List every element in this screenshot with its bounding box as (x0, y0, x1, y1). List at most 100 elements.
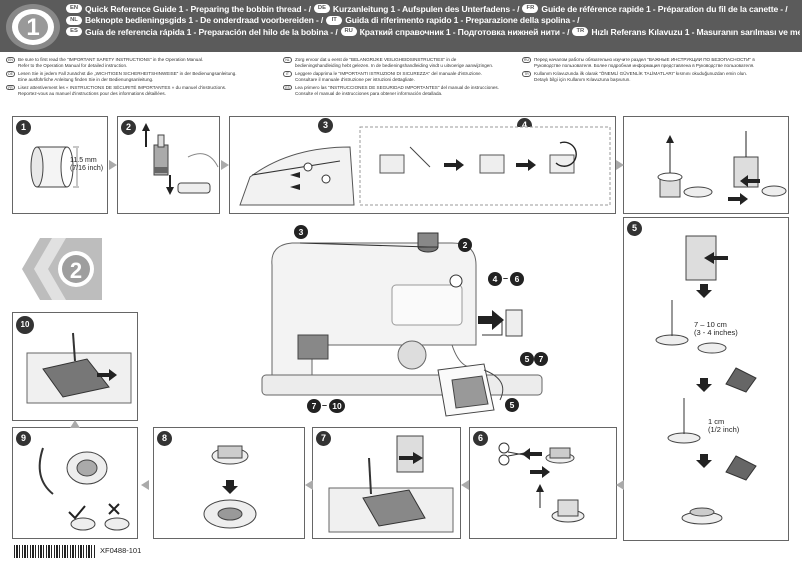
note-fr: Lisez attentivement les « INSTRUCTIONS D… (18, 84, 227, 96)
lang-code-nl: NL (66, 15, 82, 25)
title-es: Guía de referencia rápida 1 - Preparació… (85, 26, 338, 37)
lang-code-de: DE (313, 4, 330, 14)
machine-callout-5a: 5 (520, 352, 534, 366)
thread-length-label: 7 – 10 cm (3 - 4 inches) (694, 320, 738, 337)
spool-pin-icon (142, 123, 219, 195)
title-nl: Beknopte bedieningsgids 1 - De onderdraa… (85, 15, 324, 26)
flow-arrow-9-10 (70, 420, 80, 428)
step-7-badge: 7 (316, 431, 331, 446)
step-8-panel: 8 (153, 427, 305, 539)
step-2-panel: 2 (117, 116, 220, 214)
section-2-chevron: 2 (22, 238, 102, 300)
step-3-badge: 3 (318, 118, 333, 133)
lang-code-ru: RU (340, 27, 357, 37)
note-en: Be sure to first read the "IMPORTANT SAF… (18, 57, 204, 69)
title-ru: Краткий справочник 1 - Подготовка нижней… (359, 26, 570, 37)
step-6-panel: 6 (469, 427, 617, 539)
title-tr: Hızlı Referans Kılavuzu 1 - Masuranın sa… (591, 26, 800, 37)
flow-arrow-3-winder (616, 160, 624, 170)
bobbin-case-icon (203, 445, 257, 529)
note-code-it: IT (283, 71, 292, 77)
machine-callout-7: 7 (534, 352, 548, 366)
note-tr: Kullanım Kılavuzunda ilk olarak "ÖNEMLİ … (534, 70, 748, 82)
title-fr: Guide de référence rapide 1 - Préparatio… (541, 3, 788, 14)
bobbin-insert-icon (38, 447, 130, 531)
step-8-badge: 8 (157, 431, 172, 446)
bobbin-cover-icon (26, 332, 132, 404)
step-9-panel: 9 (12, 427, 138, 539)
logo-number: 1 (26, 14, 39, 41)
machine-callout-10: 10 (329, 399, 345, 413)
lang-code-es: ES (66, 27, 82, 37)
note-code-ru: RU (522, 57, 531, 63)
note-es: Lea primero las "INSTRUCCIONES DE SEGURI… (295, 84, 499, 96)
step-5-panel: 5 7 – 10 cm (3 - 4 inches) 1 cm (1/2 inc… (623, 217, 789, 541)
step-7-panel: 7 (312, 427, 461, 539)
spool-logo-icon: 1 (6, 4, 60, 50)
machine-callout-6: 6 (510, 272, 524, 286)
lang-code-tr: TR (572, 27, 589, 37)
lang-code-it: IT (326, 15, 343, 25)
machine-callout-5b: 5 (505, 398, 519, 412)
bobbin-winder-icon (657, 131, 787, 205)
part-number: XF0488-101 (100, 546, 142, 555)
step-2-badge: 2 (121, 120, 136, 135)
step-10-badge: 10 (16, 316, 34, 334)
trim-thread-icon (498, 442, 585, 523)
section-2-number: 2 (70, 258, 82, 283)
flow-arrow-5-6 (616, 480, 624, 490)
step-winder-panel (623, 116, 789, 214)
title-de: Kurzanleitung 1 - Aufspulen des Unterfad… (332, 3, 520, 14)
step-6-badge: 6 (473, 431, 488, 446)
machine-callout-3: 3 (294, 225, 308, 239)
note-code-tr: TR (522, 71, 531, 77)
note-code-en: EN (6, 57, 15, 63)
note-code-es: ES (283, 84, 292, 91)
flow-arrow-6-7 (461, 480, 469, 490)
bobbin-height-label: 11.5 mm (7/16 inch) (70, 157, 104, 172)
foot-controller-icon (437, 363, 504, 417)
step-1-panel: 1 11.5 mm (7/16 inch) (12, 116, 108, 214)
machine-callout-2: 2 (458, 238, 472, 252)
machine-callout-7b: 7 (307, 399, 321, 413)
bobbin-icon (30, 146, 79, 188)
note-de: Lesen Sie in jedem Fall zunächst die „WI… (18, 70, 237, 82)
thread-tail-label: 1 cm (1/2 inch) (708, 417, 740, 434)
title-en: Quick Reference Guide 1 - Preparing the … (85, 3, 311, 14)
step-9-badge: 9 (16, 431, 31, 446)
flow-arrow-1-2 (109, 160, 117, 170)
flow-arrow-2-3 (221, 160, 229, 170)
sewing-machine-illustration (261, 232, 543, 396)
lang-code-fr: FR (522, 4, 539, 14)
step-10-panel: 10 (12, 312, 138, 421)
step-1-badge: 1 (16, 120, 31, 135)
flow-arrow-7-8 (305, 480, 313, 490)
note-ru: Перед началом работы обязательно изучите… (534, 57, 755, 69)
step-3-4-panel: 3 4 (229, 116, 616, 214)
note-code-nl: NL (283, 57, 292, 63)
callout-dash-7-10: – (322, 400, 328, 410)
step-5-badge: 5 (627, 221, 642, 236)
note-nl: Zorg ervoor dat u eerst de "BELANGRIJKE … (295, 57, 494, 69)
needle-plate-icon (328, 435, 454, 533)
note-it: Leggere dapprima le "IMPORTANTI ISTRUZIO… (295, 70, 483, 82)
bobbin-winding-sequence (655, 235, 757, 525)
power-plug-icon (478, 309, 523, 337)
callout-dash-4-6: – (503, 273, 509, 283)
machine-callout-4: 4 (488, 272, 502, 286)
title-it: Guida di riferimento rapido 1 - Preparaz… (345, 15, 580, 26)
lang-code-en: EN (66, 4, 82, 14)
note-code-de: DE (6, 71, 15, 77)
barcode (14, 545, 96, 558)
note-code-fr: FR (6, 84, 15, 91)
flow-arrow-8-9 (141, 480, 149, 490)
thread-path-illustration (239, 126, 611, 206)
